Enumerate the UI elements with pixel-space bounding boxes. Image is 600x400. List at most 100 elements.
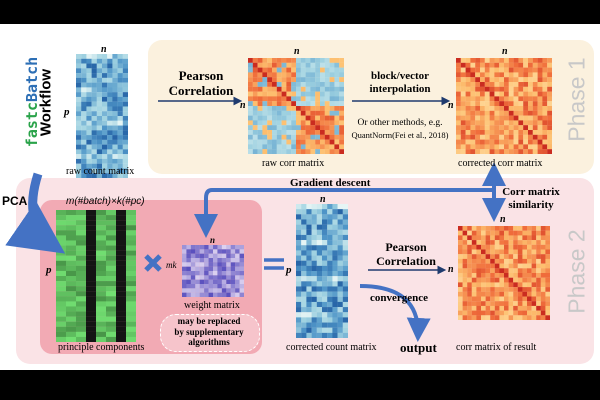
heat-cell bbox=[106, 215, 117, 221]
replace-note-box bbox=[160, 314, 260, 352]
heat-cell bbox=[499, 130, 505, 135]
heat-cell bbox=[235, 249, 240, 254]
corrected-count-matrix bbox=[296, 204, 348, 338]
heat-cell bbox=[499, 125, 505, 131]
heat-cell bbox=[508, 301, 514, 306]
heat-cell bbox=[107, 144, 113, 150]
heat-cell bbox=[86, 63, 92, 69]
heat-cell bbox=[281, 86, 287, 92]
heat-cell bbox=[537, 125, 543, 131]
heat-cell bbox=[96, 154, 103, 160]
heat-cell bbox=[517, 273, 523, 278]
heat-cell bbox=[322, 265, 328, 272]
heat-cell bbox=[296, 120, 301, 126]
heat-cell bbox=[499, 139, 505, 145]
heat-cell bbox=[332, 276, 338, 282]
heat-cell bbox=[458, 258, 463, 264]
heat-cell bbox=[106, 286, 117, 292]
heat-cell bbox=[481, 240, 486, 245]
heat-cell bbox=[76, 245, 87, 251]
heat-cell bbox=[528, 139, 533, 145]
heat-cell bbox=[470, 82, 476, 87]
heat-cell bbox=[327, 332, 333, 338]
heat-cell bbox=[306, 276, 312, 282]
heat-cell bbox=[540, 263, 546, 269]
heat-cell bbox=[281, 58, 287, 63]
heat-cell bbox=[291, 120, 297, 126]
heat-cell bbox=[81, 54, 87, 59]
heat-cell bbox=[480, 101, 485, 107]
heat-cell bbox=[508, 134, 514, 140]
heat-cell bbox=[324, 106, 330, 111]
heat-cell bbox=[230, 249, 236, 254]
heat-cell bbox=[456, 96, 461, 102]
heat-cell bbox=[339, 139, 344, 145]
heat-cell bbox=[485, 282, 491, 288]
heat-cell bbox=[324, 120, 330, 126]
heat-cell bbox=[504, 101, 509, 107]
heat-cell bbox=[542, 96, 548, 102]
heat-cell bbox=[257, 86, 263, 92]
heat-cell bbox=[518, 130, 524, 135]
heat-cell bbox=[471, 230, 477, 236]
heat-cell bbox=[221, 279, 227, 285]
heat-cell bbox=[96, 125, 103, 131]
heat-cell bbox=[239, 249, 244, 254]
phase1-pearson-line2: Correlation bbox=[168, 83, 234, 98]
heat-cell bbox=[513, 287, 518, 292]
heat-cell bbox=[458, 287, 463, 292]
heat-cell bbox=[547, 149, 552, 154]
heat-cell bbox=[456, 115, 461, 121]
heat-cell bbox=[56, 281, 67, 287]
heat-cell bbox=[96, 265, 107, 272]
heat-cell bbox=[117, 120, 123, 126]
heat-cell bbox=[306, 250, 312, 256]
heat-cell bbox=[81, 82, 87, 88]
heat-cell bbox=[199, 262, 205, 267]
heat-cell bbox=[291, 101, 297, 107]
other-methods-line2: QuantNorm(Fei et al., 2018) bbox=[351, 130, 449, 140]
heat-cell bbox=[504, 301, 509, 306]
heat-cell bbox=[262, 82, 268, 87]
heat-cell bbox=[337, 301, 343, 308]
heat-cell bbox=[296, 214, 302, 220]
heat-cell bbox=[86, 321, 97, 327]
heat-cell bbox=[239, 275, 244, 280]
heat-cell bbox=[513, 106, 519, 111]
heat-cell bbox=[494, 230, 500, 236]
heat-cell bbox=[116, 291, 127, 297]
heat-cell bbox=[494, 296, 500, 302]
heat-cell bbox=[545, 273, 550, 278]
heat-cell bbox=[456, 144, 461, 150]
heat-cell bbox=[545, 240, 550, 245]
heat-cell bbox=[126, 311, 136, 317]
heat-cell bbox=[542, 110, 548, 116]
heat-cell bbox=[322, 327, 328, 333]
heat-cell bbox=[281, 120, 287, 126]
heat-cell bbox=[235, 288, 240, 293]
heat-cell bbox=[458, 310, 463, 316]
heat-cell bbox=[484, 96, 490, 102]
heat-cell bbox=[513, 77, 519, 83]
heat-cell bbox=[540, 277, 546, 283]
heat-cell bbox=[523, 82, 529, 87]
heat-cell bbox=[96, 139, 103, 145]
heat-cell bbox=[96, 240, 107, 246]
heat-cell bbox=[208, 253, 214, 259]
heat-cell bbox=[462, 263, 468, 269]
heat-cell bbox=[527, 282, 532, 288]
replace-note-line3: algorithms bbox=[188, 337, 230, 347]
heat-cell bbox=[296, 130, 301, 135]
heat-cell bbox=[536, 310, 541, 316]
heat-cell bbox=[91, 92, 97, 98]
heat-cell bbox=[76, 331, 87, 338]
heat-cell bbox=[276, 134, 282, 140]
heat-cell bbox=[257, 77, 263, 83]
heat-cell bbox=[499, 287, 505, 292]
heat-cell bbox=[311, 286, 317, 292]
heat-cell bbox=[334, 144, 340, 150]
heat-cell bbox=[310, 72, 316, 78]
heat-cell bbox=[462, 235, 468, 241]
heat-cell bbox=[300, 86, 306, 92]
heat-cell bbox=[235, 258, 240, 263]
